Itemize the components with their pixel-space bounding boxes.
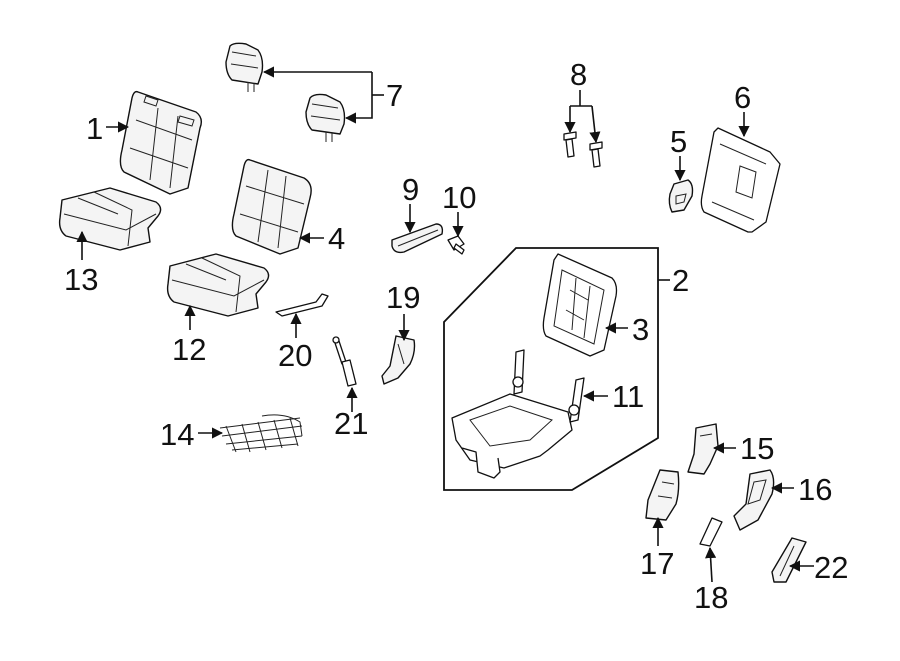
- callout-9: 9: [402, 172, 419, 207]
- release-rod[interactable]: [275, 293, 329, 317]
- callout-13: 13: [64, 262, 98, 297]
- callout-3: 3: [632, 312, 649, 347]
- assembly-panel-2: [443, 247, 659, 491]
- callout-11: 11: [612, 379, 644, 414]
- callout-7: 7: [386, 78, 403, 113]
- callout-19: 19: [386, 280, 420, 315]
- trim-15[interactable]: [687, 423, 719, 475]
- armrest[interactable]: [391, 223, 444, 254]
- spring-grid[interactable]: [219, 414, 303, 453]
- callout-18-leader: [705, 546, 717, 583]
- seat-back-middle[interactable]: [231, 158, 312, 255]
- trim-22[interactable]: [771, 537, 807, 583]
- callout-22: 22: [814, 550, 848, 585]
- callout-4: 4: [328, 221, 345, 256]
- callout-8-leader: [564, 90, 601, 144]
- callout-8: 8: [570, 57, 587, 92]
- callout-10: 10: [442, 180, 476, 215]
- callout-14: 14: [160, 417, 194, 452]
- seat-trim-19[interactable]: [381, 335, 416, 385]
- callout-21: 21: [334, 406, 368, 441]
- callout-20: 20: [278, 338, 312, 373]
- callout-16: 16: [798, 472, 832, 507]
- callout-7-leader: [262, 66, 384, 124]
- latch-cover[interactable]: [668, 179, 694, 213]
- armrest-bolt[interactable]: [447, 235, 465, 255]
- gas-strut[interactable]: [332, 336, 357, 387]
- callout-17: 17: [640, 546, 674, 581]
- trim-17[interactable]: [645, 469, 680, 521]
- callout-12: 12: [172, 332, 206, 367]
- headrest-lower[interactable]: [305, 93, 346, 142]
- callout-5: 5: [670, 124, 687, 159]
- headrest-guide-pins[interactable]: [563, 131, 603, 168]
- callout-2: 2: [672, 263, 689, 298]
- callout-6: 6: [734, 80, 751, 115]
- seat-back-panel[interactable]: [700, 127, 781, 233]
- seat-back-frame[interactable]: [542, 253, 618, 357]
- headrest-upper[interactable]: [225, 42, 264, 92]
- seat-cushion-middle[interactable]: [166, 253, 270, 317]
- callout-1: 1: [86, 111, 103, 146]
- seat-back-left[interactable]: [119, 90, 203, 195]
- trim-16[interactable]: [733, 469, 775, 531]
- seat-base-frame[interactable]: [451, 349, 585, 479]
- callout-15: 15: [740, 431, 774, 466]
- seat-cushion-left[interactable]: [58, 187, 162, 251]
- callout-18: 18: [694, 580, 728, 615]
- trim-18[interactable]: [699, 517, 723, 547]
